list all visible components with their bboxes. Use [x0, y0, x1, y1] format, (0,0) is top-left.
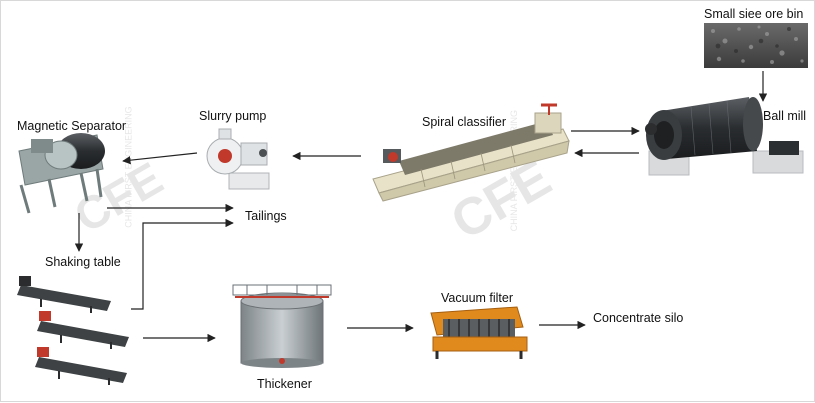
label-magnetic-separator: Magnetic Separator: [17, 119, 127, 133]
label-concentrate-silo: Concentrate silo: [593, 311, 684, 325]
spiral-classifier-image: [372, 103, 570, 202]
label-ore-bin: Small siee ore bin: [704, 7, 804, 21]
shaking-table-image: [17, 276, 129, 385]
arrow-shaking-to-tailings: [131, 218, 234, 310]
slurry-pump-image: [206, 128, 270, 190]
label-slurry-pump: Slurry pump: [199, 109, 267, 123]
magnetic-separator-image: [18, 133, 105, 214]
vacuum-filter-image: [430, 306, 528, 359]
ball-mill-image: [645, 97, 804, 176]
label-shaking-table: Shaking table: [45, 255, 121, 269]
label-vacuum-filter: Vacuum filter: [441, 291, 514, 305]
arrow-pump-to-separator: [122, 152, 198, 165]
shaking-table-2: [37, 311, 129, 349]
shaking-table-3: [35, 347, 127, 385]
label-spiral-classifier: Spiral classifier: [422, 115, 507, 129]
flow-arrows: [74, 71, 768, 343]
label-thickener: Thickener: [257, 377, 312, 391]
ore-bin-image: [704, 23, 808, 68]
label-ball-mill: Ball mill: [763, 109, 807, 123]
watermark-company-text: CHINA FIRST ENGINEERING: [509, 110, 519, 231]
label-tailings: Tailings: [245, 209, 287, 223]
watermark-company-text: CHINA FIRST ENGINEERING: [123, 106, 133, 227]
shaking-table-1: [17, 276, 111, 313]
thickener-image: [232, 284, 332, 368]
